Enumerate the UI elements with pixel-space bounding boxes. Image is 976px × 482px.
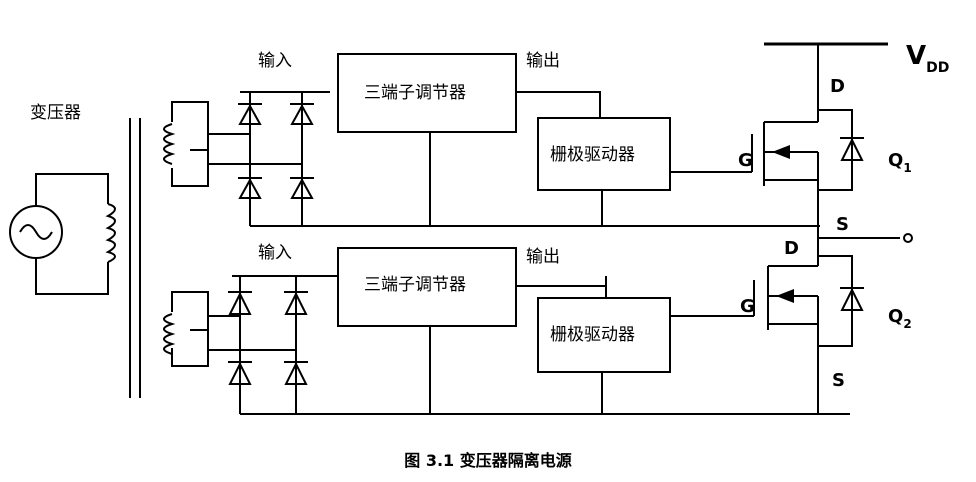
regulator-label-1: 三端子调节器 xyxy=(364,83,466,103)
input-label-1: 输入 xyxy=(258,51,292,71)
bridge-rectifier-2-icon xyxy=(228,275,338,414)
transformer-label: 变压器 xyxy=(30,103,81,123)
regulator-box-1 xyxy=(337,53,517,133)
mosfet-q2-icon xyxy=(753,238,864,414)
figure-caption: 图 3.1 变压器隔离电源 xyxy=(404,451,572,470)
bridge-rectifier-1-icon xyxy=(238,91,330,226)
input-label-2: 输入 xyxy=(258,243,292,263)
output-node-label: S xyxy=(836,214,849,235)
ac-source-icon xyxy=(9,173,116,295)
source-label-2: S xyxy=(832,370,845,391)
secondary-coil-2-icon xyxy=(163,291,296,367)
gate-driver-box-2 xyxy=(537,297,671,373)
drain-label-2: D xyxy=(784,238,799,259)
gate-driver-label-2: 栅极驱动器 xyxy=(550,325,635,345)
mosfet-q1-icon xyxy=(751,42,913,243)
transformer-core-icon xyxy=(129,118,141,398)
gate-driver-box-1 xyxy=(537,117,671,191)
gate-label-2: G xyxy=(740,296,755,317)
gate-driver-label-1: 栅极驱动器 xyxy=(550,145,635,165)
gate-label-1: G xyxy=(738,150,753,171)
regulator-label-2: 三端子调节器 xyxy=(364,275,466,295)
transistor-label-q2: Q2 xyxy=(888,306,912,331)
secondary-coil-1-icon xyxy=(163,101,302,187)
transistor-label-q1: Q1 xyxy=(888,150,912,175)
output-label-2: 输出 xyxy=(526,247,560,267)
vdd-label: VDD xyxy=(906,41,949,76)
output-label-1: 输出 xyxy=(526,51,560,71)
drain-label-1: D xyxy=(830,76,845,97)
